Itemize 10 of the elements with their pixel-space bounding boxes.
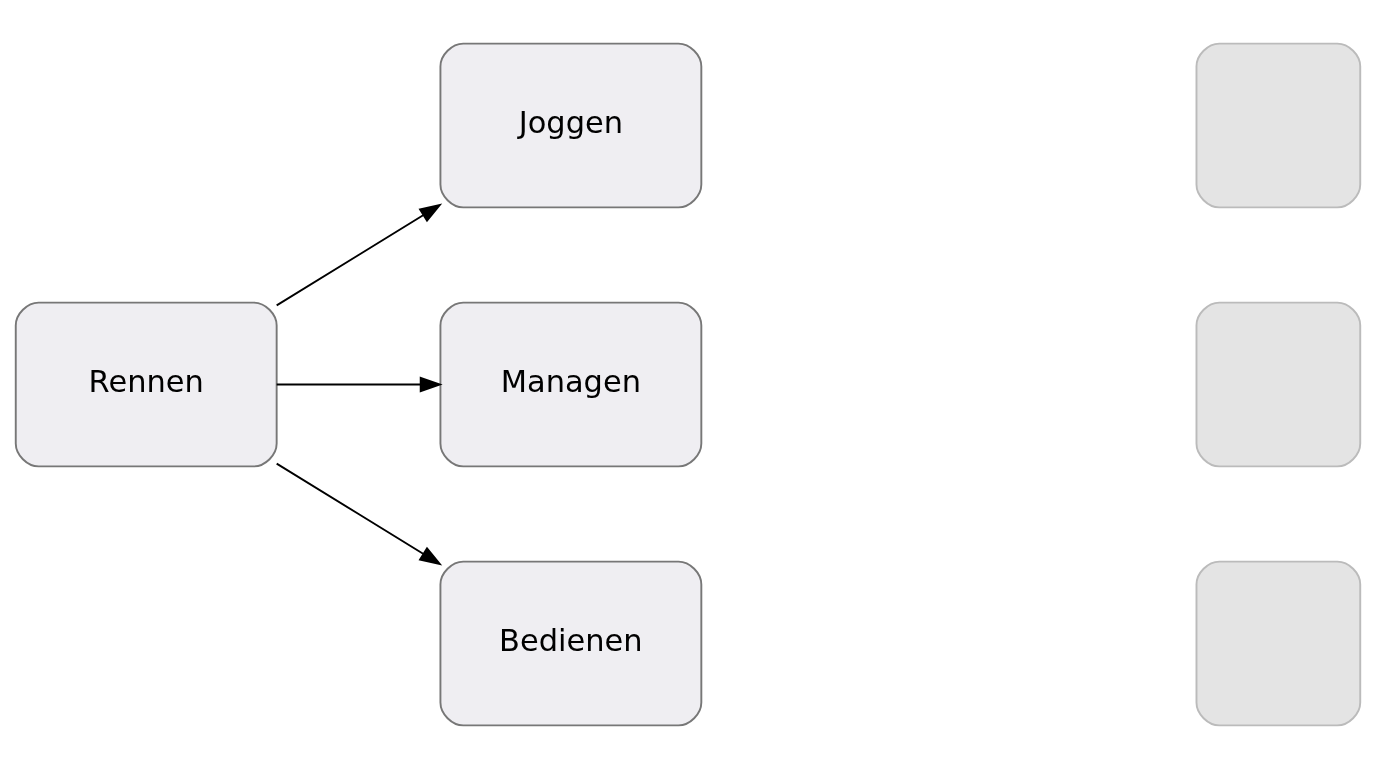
node-box: Bedienen xyxy=(439,560,703,726)
arrow xyxy=(275,462,443,565)
arrow xyxy=(275,376,443,392)
node-box: Joggen xyxy=(439,42,703,208)
node-box xyxy=(1195,560,1362,726)
node-box xyxy=(1195,301,1362,467)
arrow xyxy=(275,203,443,306)
node-box xyxy=(1195,42,1362,208)
node-box: Rennen xyxy=(14,301,278,467)
node-box: Managen xyxy=(439,301,703,467)
